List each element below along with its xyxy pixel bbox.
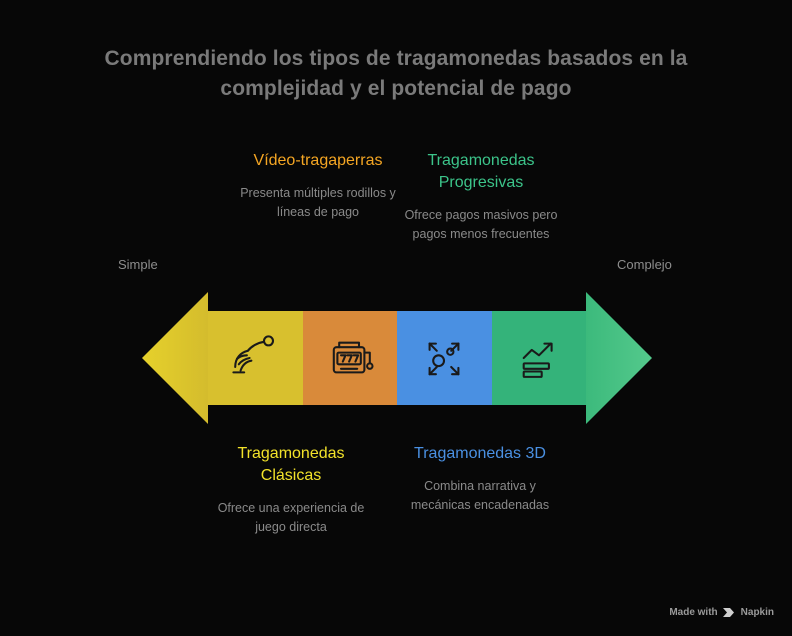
footer-brand-label: Napkin (740, 607, 774, 618)
axis-label-simple: Simple (118, 257, 158, 272)
expand-arrows-circle-icon (428, 342, 460, 376)
hand-pull-lever-icon (232, 335, 275, 374)
callout-classic-heading: Tragamonedas Clásicas (237, 445, 345, 484)
footer-made-with-label: Made with (669, 607, 718, 618)
slot-machine-777-icon (332, 341, 374, 374)
napkin-logo-icon (722, 608, 734, 617)
callout-3d: Tragamonedas 3D Combina narrativa y mecá… (400, 443, 560, 515)
right-arrow-icon (586, 292, 652, 424)
block-classic[interactable] (208, 311, 303, 405)
spectrum-arrow-bar (142, 278, 652, 438)
left-arrow-icon (142, 292, 208, 424)
callout-classic: Tragamonedas Clásicas Ofrece una experie… (211, 443, 371, 537)
callout-progressive-description: Ofrece pagos masivos pero pagos menos fr… (404, 208, 558, 241)
block-progressive[interactable] (491, 311, 586, 405)
callout-progressive: Tragamonedas Progresivas Ofrece pagos ma… (401, 150, 561, 244)
page-title: Comprendiendo los tipos de tragamonedas … (104, 47, 688, 100)
callout-classic-description: Ofrece una experiencia de juego directa (217, 501, 365, 534)
category-blocks (208, 311, 586, 405)
callout-3d-description: Combina narrativa y mecánicas encadenada… (410, 479, 550, 512)
callout-video: Vídeo-tragaperras Presenta múltiples rod… (238, 150, 398, 222)
callout-3d-heading: Tragamonedas 3D (414, 445, 546, 462)
block-3d[interactable] (397, 311, 492, 405)
callout-video-description: Presenta múltiples rodillos y líneas de … (240, 186, 396, 219)
callout-video-heading: Vídeo-tragaperras (253, 152, 383, 169)
axis-label-complex: Complejo (617, 257, 672, 272)
made-with-napkin-badge[interactable]: Made with Napkin (669, 607, 774, 618)
block-video[interactable] (302, 311, 397, 405)
callout-progressive-heading: Tragamonedas Progresivas (427, 152, 535, 191)
growth-chart-bars-icon (522, 342, 553, 378)
